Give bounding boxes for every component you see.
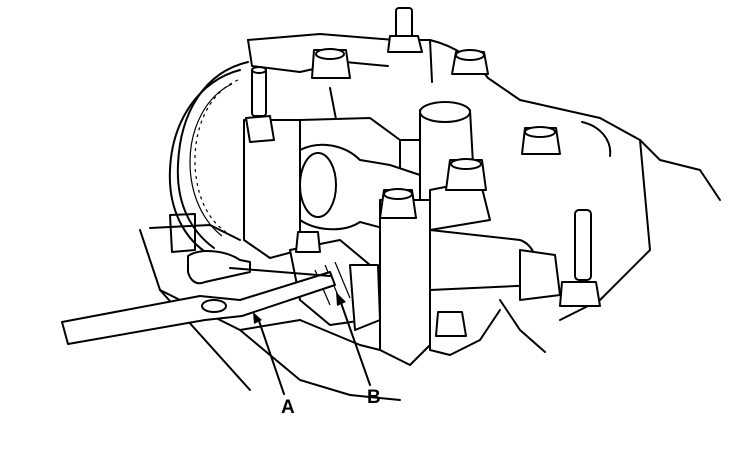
cam-sprocket — [168, 61, 249, 256]
camshaft-holder-right — [379, 49, 601, 366]
feeler-gauge — [61, 250, 336, 345]
callout-label-a: A — [281, 397, 295, 418]
callout-label-b: B — [367, 387, 381, 408]
callout-pointers — [253, 292, 371, 395]
